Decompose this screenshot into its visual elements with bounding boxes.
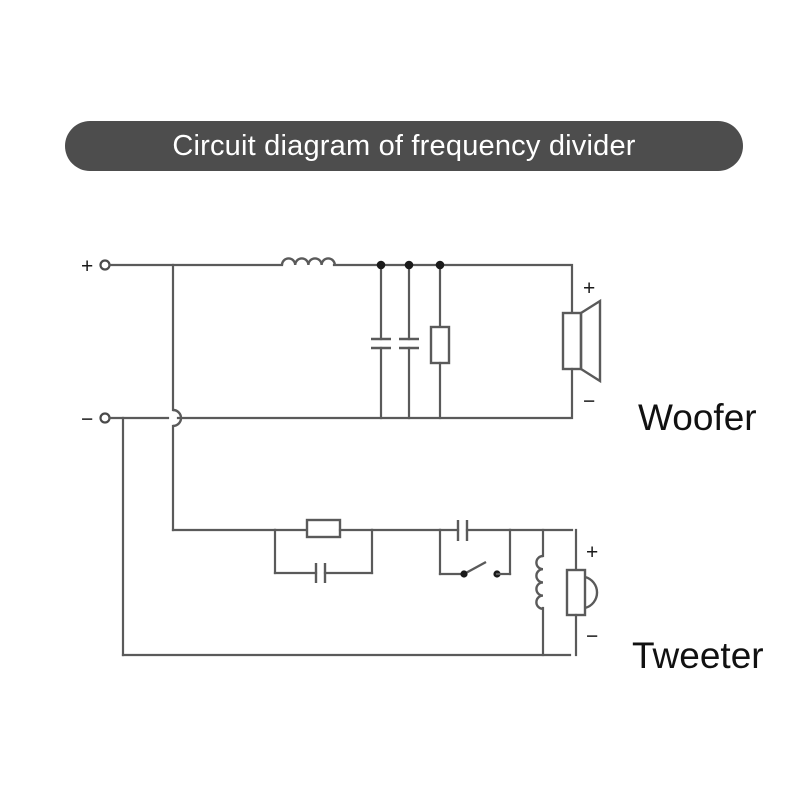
switch-pivot-dot: [460, 570, 468, 578]
tweeter-minus-sign: −: [586, 625, 598, 648]
plus-sign-input: +: [81, 255, 93, 278]
switch-blade: [463, 560, 487, 576]
shunt-inductor-tweeter: [535, 528, 545, 657]
tweeter-body: [565, 568, 587, 617]
woofer-driver: + −: [561, 263, 602, 420]
series-inductor-woofer: [280, 257, 336, 266]
woofer-label: Woofer: [638, 397, 757, 438]
junction-dot-2: [404, 260, 414, 270]
negative-input-terminal: −: [81, 408, 111, 431]
tweeter-driver: + −: [565, 528, 599, 657]
parallel-capacitor-1: [273, 528, 374, 583]
woofer-minus-sign: −: [583, 390, 595, 413]
tweeter-plus-sign: +: [586, 541, 598, 564]
input-terminal-ring-positive: [99, 259, 111, 271]
resistor-body-tweeter: [305, 518, 342, 539]
page-title: Circuit diagram of frequency divider: [172, 129, 636, 162]
shunt-capacitor-1: [371, 260, 391, 420]
junction-dot-3: [435, 260, 445, 270]
positive-input-terminal: +: [81, 255, 111, 278]
woofer-cone: [579, 298, 602, 384]
shunt-resistor: [429, 260, 451, 420]
resistor-body-woofer: [429, 325, 451, 365]
series-capacitor-2: [438, 520, 512, 541]
level-switch[interactable]: [438, 528, 512, 578]
tweeter-dome: [584, 575, 599, 610]
input-terminal-ring-negative: [99, 412, 111, 424]
tweeter-label: Tweeter: [632, 635, 764, 676]
minus-sign-input: −: [81, 408, 93, 431]
woofer-voice-coil: [561, 311, 583, 371]
shunt-capacitor-2: [399, 260, 419, 420]
junction-dot-1: [376, 260, 386, 270]
title-banner: Circuit diagram of frequency divider: [65, 121, 743, 171]
woofer-plus-sign: +: [583, 277, 595, 300]
series-resistor-tweeter: [273, 518, 374, 539]
